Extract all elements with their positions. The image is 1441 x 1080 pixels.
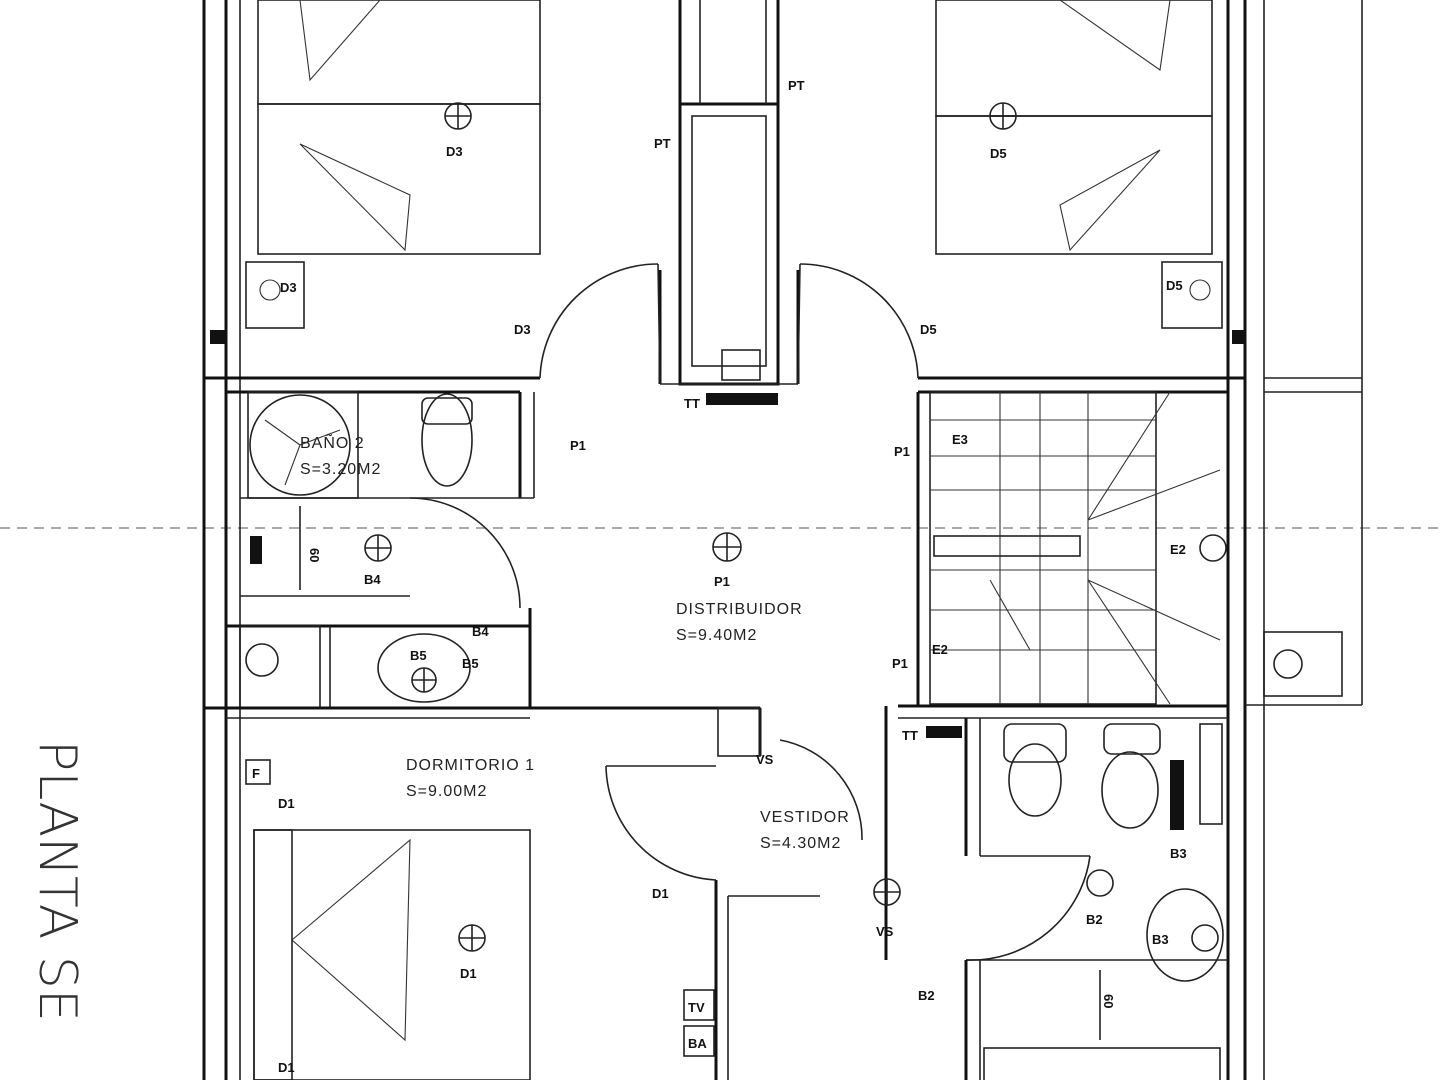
- code-p1: P1: [894, 444, 910, 459]
- code-d5: D5: [920, 322, 937, 337]
- code-vs: VS: [876, 924, 894, 939]
- code-f: F: [252, 766, 260, 781]
- vestidor-name: VESTIDOR: [760, 809, 850, 826]
- dimension-60-bath2: 60: [307, 548, 322, 562]
- code-vs: VS: [756, 752, 774, 767]
- code-b3: B3: [1152, 932, 1169, 947]
- dormitorio1-area: S=9.00M2: [406, 783, 487, 800]
- laundry-area: [204, 608, 760, 719]
- distribuidor-name: DISTRIBUIDOR: [676, 601, 803, 618]
- code-b2: B2: [918, 988, 935, 1003]
- bathroom-lower: [964, 718, 1228, 1080]
- washer-unit-right: [1263, 631, 1343, 697]
- code-b5: B5: [462, 656, 479, 671]
- code-d3: D3: [514, 322, 531, 337]
- code-p1: P1: [714, 574, 730, 589]
- code-e3: E3: [952, 432, 968, 447]
- dimension-60-bath-lower: 60: [1101, 994, 1116, 1008]
- code-d5: D5: [990, 146, 1007, 161]
- bedroom-d5: [797, 0, 1246, 385]
- code-b4: B4: [472, 624, 489, 639]
- code-d1: D1: [278, 796, 295, 811]
- code-pt: PT: [788, 78, 805, 93]
- bedroom-1: [245, 759, 715, 1080]
- code-d1: D1: [460, 966, 477, 981]
- code-tt: TT: [684, 396, 700, 411]
- fixture-codes: D3 D3 D3 D5 D5 D5 PT PT TT TT P1 P1 P1 P…: [252, 78, 1187, 1075]
- room-labels: BAÑO 2 S=3.20M2 DISTRIBUIDOR S=9.40M2 DO…: [300, 432, 850, 852]
- hall-distribuidor: [712, 532, 742, 562]
- code-p1: P1: [570, 438, 586, 453]
- vestidor-area: S=4.30M2: [760, 835, 841, 852]
- code-b3: B3: [1170, 846, 1187, 861]
- upper-bedroom-walls: [204, 0, 1245, 405]
- code-pt: PT: [654, 136, 671, 151]
- bano2-area: S=3.20M2: [300, 461, 381, 478]
- dormitorio1-name: DORMITORIO 1: [406, 757, 535, 774]
- code-tt: TT: [902, 728, 918, 743]
- code-e2: E2: [1170, 542, 1186, 557]
- code-d1: D1: [652, 886, 669, 901]
- distribuidor-area: S=9.40M2: [676, 627, 757, 644]
- lower-walls: [605, 704, 1228, 1080]
- code-ba: BA: [688, 1036, 707, 1051]
- staircase: [916, 391, 1227, 706]
- bano2-name: BAÑO 2: [300, 432, 365, 452]
- exterior-walls: [202, 0, 1363, 1080]
- bedroom-d3: [210, 0, 661, 385]
- bathroom-2: [240, 391, 535, 609]
- code-d3: D3: [280, 280, 297, 295]
- code-d3: D3: [446, 144, 463, 159]
- handwritten-plan-title: PLANTA SE: [27, 740, 87, 1022]
- washer-drum-right: [1273, 649, 1303, 679]
- code-b5: B5: [410, 648, 427, 663]
- code-b4: B4: [364, 572, 381, 587]
- code-tv: TV: [688, 1000, 705, 1015]
- code-d1: D1: [278, 1060, 295, 1075]
- code-b2: B2: [1086, 912, 1103, 927]
- code-p1: P1: [892, 656, 908, 671]
- code-e2: E2: [932, 642, 948, 657]
- code-d5: D5: [1166, 278, 1183, 293]
